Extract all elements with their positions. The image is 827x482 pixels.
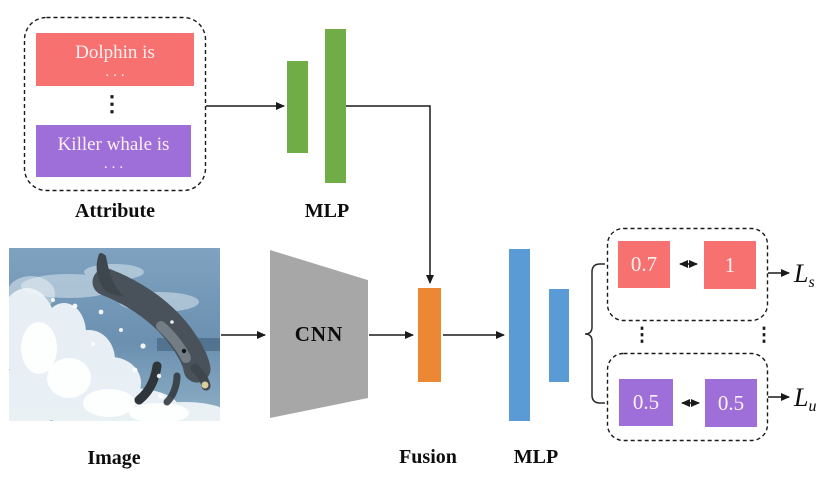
attribute-vertical-dots: ⋮	[101, 91, 123, 116]
attribute-mlp-label: MLP	[304, 200, 350, 222]
spray-droplets	[51, 298, 174, 399]
unseen-attribute-text: Killer whale is	[57, 133, 170, 155]
unseen-score-target-value: 0.5	[717, 390, 745, 415]
unseen-attribute-chip: Killer whale is ...	[36, 125, 191, 177]
mlp-output-brace	[584, 263, 605, 404]
unseen-score-target: 0.5	[705, 379, 757, 427]
score-dots-right: ⋮	[754, 325, 774, 346]
score-dots-left: ⋮	[632, 325, 652, 346]
seen-loss-base: L	[794, 259, 809, 288]
fusion-label: Fusion	[399, 446, 457, 468]
attribute-mlp-bar-2	[325, 29, 346, 183]
seen-score-target-value: 1	[724, 252, 736, 277]
dolphin-photo	[9, 248, 220, 421]
joint-mlp-label: MLP	[513, 446, 559, 468]
attribute-mlp-bar-1	[287, 61, 308, 153]
seen-attribute-ellipsis: ...	[105, 64, 129, 80]
joint-mlp-bar-1	[509, 249, 530, 421]
unseen-attribute-ellipsis: ...	[103, 155, 128, 172]
cnn-label: CNN	[294, 321, 344, 346]
cnn-trapezoid: CNN	[270, 250, 368, 418]
seen-loss-label: Ls	[794, 259, 815, 291]
dolphin	[92, 252, 211, 406]
unseen-score-predicted-value: 0.5	[632, 390, 660, 414]
unseen-loss-base: L	[794, 383, 809, 412]
unseen-loss-sub: u	[808, 398, 817, 415]
seen-score-target: 1	[704, 241, 756, 289]
splash-bright	[21, 322, 189, 421]
seen-score-predicted-value: 0.7	[630, 252, 658, 276]
fusion-bar	[418, 288, 441, 382]
unseen-score-predicted: 0.5	[619, 379, 673, 426]
image-panel-label: Image	[87, 447, 141, 469]
arrow-mlp-to-fusion	[346, 105, 434, 284]
seen-loss-sub: s	[808, 274, 815, 291]
joint-mlp-bar-2	[549, 289, 569, 382]
seen-score-predicted: 0.7	[618, 241, 670, 288]
unseen-loss-label: Lu	[794, 383, 816, 415]
seen-attribute-chip: Dolphin is ...	[36, 33, 194, 86]
seen-attribute-text: Dolphin is	[75, 42, 155, 63]
attribute-panel-label: Attribute	[75, 200, 155, 222]
